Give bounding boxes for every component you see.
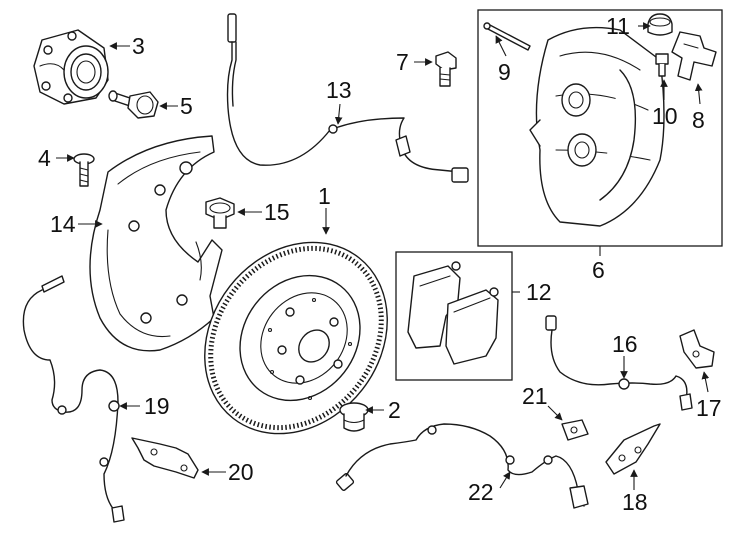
callout-10: 10 — [652, 103, 678, 129]
callout-7: 7 — [396, 49, 409, 75]
callout-5: 5 — [180, 93, 193, 119]
shield-bolt-part — [205, 197, 235, 229]
brake-rotor-part — [204, 241, 388, 435]
callout-16: 16 — [612, 331, 638, 357]
callout-12: 12 — [526, 279, 552, 305]
wheel-hub-part — [33, 29, 109, 105]
dust-cap-part — [647, 13, 673, 36]
callout-6: 6 — [592, 257, 605, 283]
callout-15: 15 — [264, 199, 290, 225]
pads-group-box — [395, 251, 513, 381]
callout-9: 9 — [498, 59, 511, 85]
callout-labels: 1 2 3 4 5 6 7 8 9 10 11 12 13 14 15 16 1… — [38, 13, 722, 515]
callout-17: 17 — [696, 395, 722, 421]
hub-bolt-part — [108, 90, 159, 119]
bleeder-screw-part — [655, 53, 669, 77]
callout-18: 18 — [622, 489, 648, 515]
callout-21: 21 — [522, 383, 548, 409]
callout-1: 1 — [318, 183, 331, 209]
sensor-wire-16-part — [545, 315, 693, 411]
connector-part — [561, 419, 589, 441]
bolt-part — [73, 153, 95, 187]
callout-20: 20 — [228, 459, 254, 485]
caliper-part — [529, 26, 665, 227]
bleeder-pin-part — [483, 22, 531, 51]
callout-2: 2 — [388, 397, 401, 423]
callout-4: 4 — [38, 145, 51, 171]
brake-pads-part — [407, 261, 499, 365]
bracket-17-part — [679, 329, 715, 369]
lower-sensor-wire-part — [22, 275, 125, 523]
rotor-plug-part — [339, 402, 369, 432]
small-bolt-part — [435, 51, 457, 87]
callout-3: 3 — [132, 33, 145, 59]
bracket-18-part — [605, 423, 661, 475]
sensor-bracket-part — [131, 437, 199, 479]
caliper-clip-part — [671, 31, 717, 81]
front-sensor-wire-part — [335, 423, 589, 509]
splash-shield-part — [89, 135, 223, 352]
callout-8: 8 — [692, 107, 705, 133]
callout-22: 22 — [468, 479, 494, 505]
callout-11: 11 — [606, 13, 630, 39]
callout-14: 14 — [50, 211, 76, 237]
callout-13: 13 — [326, 77, 352, 103]
leader-lines — [56, 22, 710, 490]
callout-19: 19 — [144, 393, 170, 419]
upper-wear-sensor-part — [226, 13, 469, 183]
